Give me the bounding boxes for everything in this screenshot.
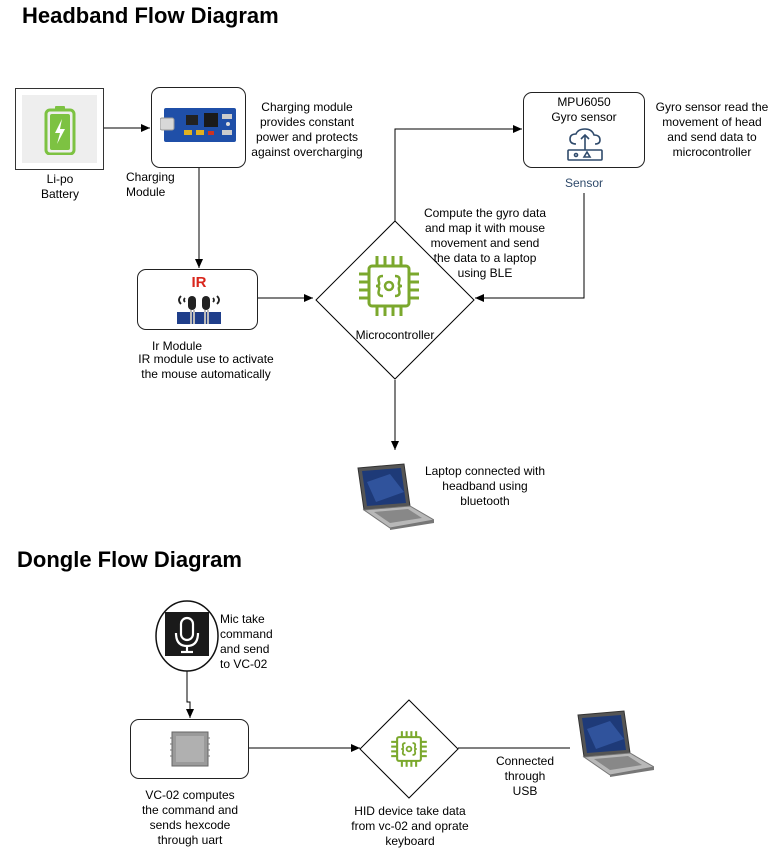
mpu6050-node: MPU6050 Gyro sensor	[523, 92, 645, 168]
charging-module-label: Charging Module	[126, 170, 175, 199]
laptop-desc: Laptop connected with headband using blu…	[424, 464, 546, 508]
microcontroller-chip-icon	[359, 256, 419, 316]
hid-diamond	[359, 699, 459, 799]
mic-desc: Mic take command and send to VC-02	[220, 612, 273, 671]
charging-board-icon	[160, 108, 236, 142]
vc02-node	[130, 719, 249, 779]
arrow-micro-to-mpu	[394, 125, 522, 222]
battery-icon	[44, 106, 76, 155]
mic-node	[155, 600, 219, 672]
microcontroller-label: Microcontroller	[355, 328, 435, 342]
ir-icon-text: IR	[192, 274, 207, 291]
compute-desc: Compute the gyro data and map it with mo…	[423, 206, 547, 280]
laptop-icon	[357, 463, 434, 530]
hid-chip-icon	[391, 731, 427, 767]
ir-module-desc: IR module use to activate the mouse auto…	[138, 352, 274, 381]
headband-title: Headband Flow Diagram	[22, 3, 279, 28]
charging-module-node	[151, 87, 246, 168]
vc02-desc: VC-02 computes the command and sends hex…	[141, 788, 239, 847]
mpu6050-label: MPU6050 Gyro sensor	[551, 95, 617, 124]
hid-desc: HID device take data from vc-02 and opra…	[351, 804, 469, 848]
vc02-chip-icon	[170, 731, 210, 767]
ir-sensor-icon: IR	[177, 274, 221, 324]
ir-module-title: Ir Module	[152, 339, 203, 353]
microcontroller-diamond	[315, 220, 475, 380]
arrow-mpu-to-micro	[475, 193, 585, 302]
dongle-title: Dongle Flow Diagram	[17, 547, 242, 572]
gyro-desc: Gyro sensor read the movement of head an…	[655, 100, 769, 159]
battery-label: Li-po Battery	[40, 172, 79, 201]
arrow-mic-to-vc02	[186, 670, 194, 718]
cloud-sensor-icon	[567, 128, 603, 161]
laptop-icon-dongle	[577, 710, 654, 777]
sensor-label: Sensor	[564, 176, 604, 190]
battery-node	[15, 88, 104, 170]
charging-module-desc: Charging module provides constant power …	[251, 100, 363, 159]
ir-module-node: IR	[137, 269, 258, 330]
usb-desc: Connected through USB	[495, 754, 555, 798]
